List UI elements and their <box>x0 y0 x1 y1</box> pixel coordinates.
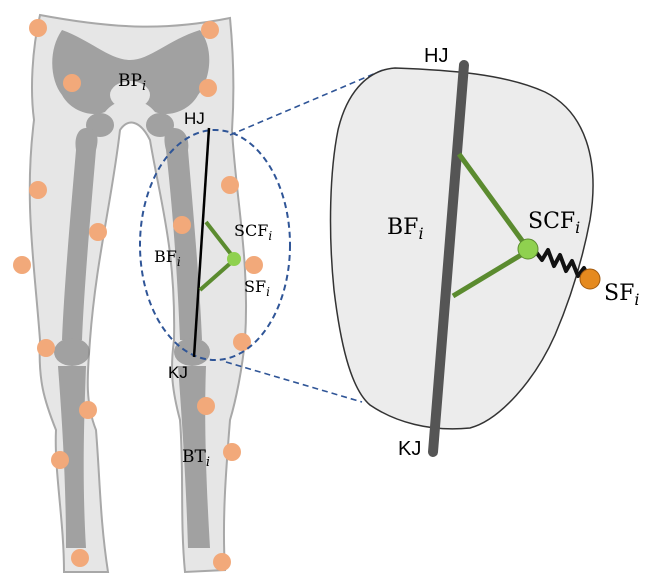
thigh-model-zoomed: HJ KJ BFi SCFi SFi <box>331 45 640 460</box>
left-knee <box>54 338 90 366</box>
small-bf-label: BFi <box>154 247 181 269</box>
marker <box>51 451 69 469</box>
marker <box>29 181 47 199</box>
zoom-sf-node <box>580 269 600 289</box>
zoom-bf-label: BFi <box>387 215 424 243</box>
zoom-scf-label: SCFi <box>528 209 580 237</box>
pelvis-label: BPi <box>118 71 146 94</box>
small-scf-label: SCFi <box>234 221 272 243</box>
marker <box>89 223 107 241</box>
marker <box>29 19 47 37</box>
zoom-kj-label: KJ <box>398 438 421 460</box>
small-hj-label: HJ <box>184 109 205 128</box>
marker <box>71 549 89 567</box>
small-scf-node <box>227 252 241 266</box>
marker <box>37 339 55 357</box>
marker <box>13 256 31 274</box>
marker <box>213 553 231 571</box>
right-knee <box>174 338 210 366</box>
marker <box>201 21 219 39</box>
marker <box>63 74 81 92</box>
marker <box>197 397 215 415</box>
zoom-sf-label: SFi <box>604 281 639 309</box>
marker <box>79 401 97 419</box>
marker <box>223 443 241 461</box>
zoom-scf-node <box>518 239 538 259</box>
marker <box>199 79 217 97</box>
marker <box>245 256 263 274</box>
small-sf-label: SFi <box>244 277 270 299</box>
marker <box>221 176 239 194</box>
zoom-connector-bottom <box>226 362 362 402</box>
zoom-hj-label: HJ <box>424 45 448 67</box>
tibia-label: BTi <box>182 447 210 470</box>
small-kj-label: KJ <box>168 363 188 382</box>
marker <box>173 216 191 234</box>
